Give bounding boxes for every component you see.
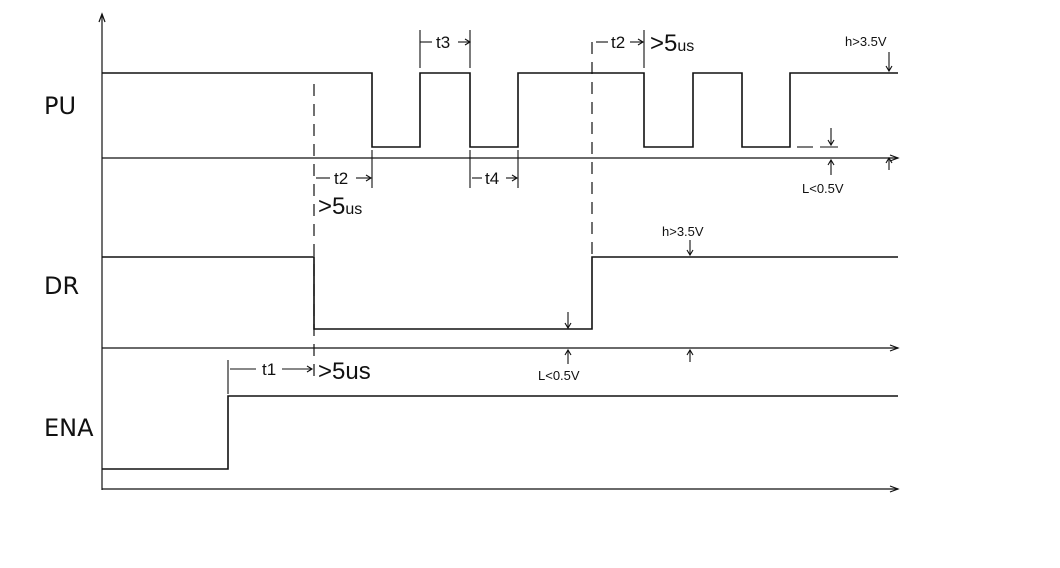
- pu-baseline-arrow: [889, 154, 900, 162]
- t1-label: t1: [262, 360, 276, 379]
- t3-dimension: t3: [419, 30, 472, 68]
- gt5us-label-ena: >5us: [318, 358, 371, 385]
- signal-label-pu: PU: [44, 92, 76, 120]
- high-level-label-pu: h>3.5V: [845, 34, 887, 49]
- low-level-label-pu: L<0.5V: [802, 181, 844, 196]
- t1-dimension: t1: [227, 360, 314, 394]
- t2-dimension-lower: t2: [316, 150, 373, 188]
- pu-waveform: [102, 72, 898, 148]
- signal-label-ena: ENA: [44, 414, 94, 442]
- dr-baseline-arrow: [889, 344, 900, 352]
- t4-label: t4: [485, 169, 499, 188]
- ena-baseline-arrow: [889, 485, 900, 493]
- t2-label-top: t2: [611, 33, 625, 52]
- high-level-label-dr: h>3.5V: [662, 224, 704, 239]
- gt5-label-lower: >5us: [318, 193, 362, 220]
- ena-waveform: [102, 395, 898, 470]
- gt5-label-top: >5us: [650, 30, 694, 57]
- t2-label-lower: t2: [334, 169, 348, 188]
- signal-label-dr: DR: [44, 272, 79, 300]
- vertical-axis-arrow: [98, 12, 106, 23]
- dr-waveform: [102, 256, 898, 330]
- t2-dimension-top: t2: [596, 30, 645, 68]
- t4-dimension: t4: [469, 150, 519, 188]
- low-level-label-dr: L<0.5V: [538, 368, 580, 383]
- t3-label: t3: [436, 33, 450, 52]
